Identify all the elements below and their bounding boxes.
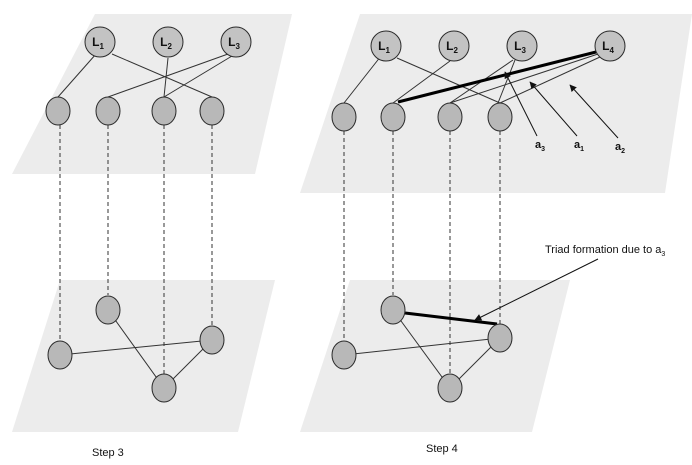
step4-edge bbox=[396, 57, 501, 104]
step4-edge bbox=[392, 309, 451, 389]
step4-lower-node bbox=[437, 373, 463, 403]
step3-caption: Step 3 bbox=[92, 447, 124, 459]
arrow-label-a1: a1 bbox=[574, 139, 584, 153]
step3-lower-plane bbox=[12, 280, 275, 432]
step4-upper-node bbox=[380, 102, 406, 132]
step4-triad-edge bbox=[404, 311, 498, 326]
step4-leader-node bbox=[594, 30, 626, 62]
triad-annotation-arrow bbox=[474, 258, 599, 321]
step3-upper-node bbox=[199, 96, 225, 126]
triad-annotation-text: Triad formation due to a3 bbox=[545, 244, 665, 258]
step4-upper-node bbox=[487, 102, 513, 132]
step4-leader-label: L1 bbox=[378, 39, 390, 55]
step4-leader-label: L4 bbox=[602, 39, 614, 55]
step3-group: L1 L2 L3 Step 3 bbox=[12, 14, 292, 459]
step4-lower-node bbox=[380, 295, 406, 325]
step4-upper-node bbox=[331, 102, 357, 132]
arrow-a3 bbox=[504, 71, 538, 137]
step4-edge bbox=[343, 337, 501, 356]
step3-leader-label: L3 bbox=[228, 35, 240, 51]
step3-upper-node bbox=[45, 96, 71, 126]
step4-edge bbox=[343, 55, 382, 104]
step3-edge bbox=[111, 53, 213, 98]
step3-lower-node bbox=[199, 325, 225, 355]
step4-group: L1 L2 L3 L4 a3 a1 a2 Triad formation due… bbox=[300, 14, 692, 455]
step3-lower-node bbox=[47, 340, 73, 370]
arrow-a1 bbox=[529, 81, 578, 137]
step4-leader-label: L3 bbox=[514, 39, 526, 55]
step4-leader-node bbox=[506, 30, 538, 62]
step3-lower-node bbox=[95, 295, 121, 325]
step3-leader-label: L2 bbox=[160, 35, 172, 51]
step4-edge bbox=[497, 59, 516, 104]
step3-upper-node bbox=[151, 96, 177, 126]
step3-edge bbox=[163, 57, 169, 98]
step4-edge bbox=[392, 60, 451, 104]
step4-caption: Step 4 bbox=[426, 443, 458, 455]
arrow-label-a2: a2 bbox=[615, 141, 625, 155]
step4-lower-node bbox=[487, 323, 513, 353]
step4-upper-node bbox=[437, 102, 463, 132]
step4-leader-node bbox=[370, 30, 402, 62]
step3-upper-plane bbox=[12, 14, 292, 174]
step4-edge bbox=[449, 53, 599, 104]
arrow-label-a3: a3 bbox=[535, 139, 545, 153]
step3-edge bbox=[107, 53, 229, 98]
step3-edge bbox=[57, 53, 97, 98]
step3-leader-node bbox=[84, 26, 116, 58]
step4-lower-node bbox=[331, 340, 357, 370]
step4-new-edge bbox=[397, 50, 597, 104]
step3-upper-node bbox=[95, 96, 121, 126]
step4-leader-node bbox=[438, 30, 470, 62]
step3-lower-node bbox=[151, 373, 177, 403]
step3-leader-node bbox=[220, 26, 252, 58]
step3-edge bbox=[163, 55, 233, 98]
step3-leader-node bbox=[152, 26, 184, 58]
step4-lower-plane bbox=[300, 280, 570, 432]
arrow-a2 bbox=[569, 84, 619, 139]
step3-edge bbox=[107, 309, 165, 389]
step4-leader-label: L2 bbox=[446, 39, 458, 55]
step3-edge bbox=[59, 339, 213, 356]
step3-leader-label: L1 bbox=[92, 35, 104, 51]
